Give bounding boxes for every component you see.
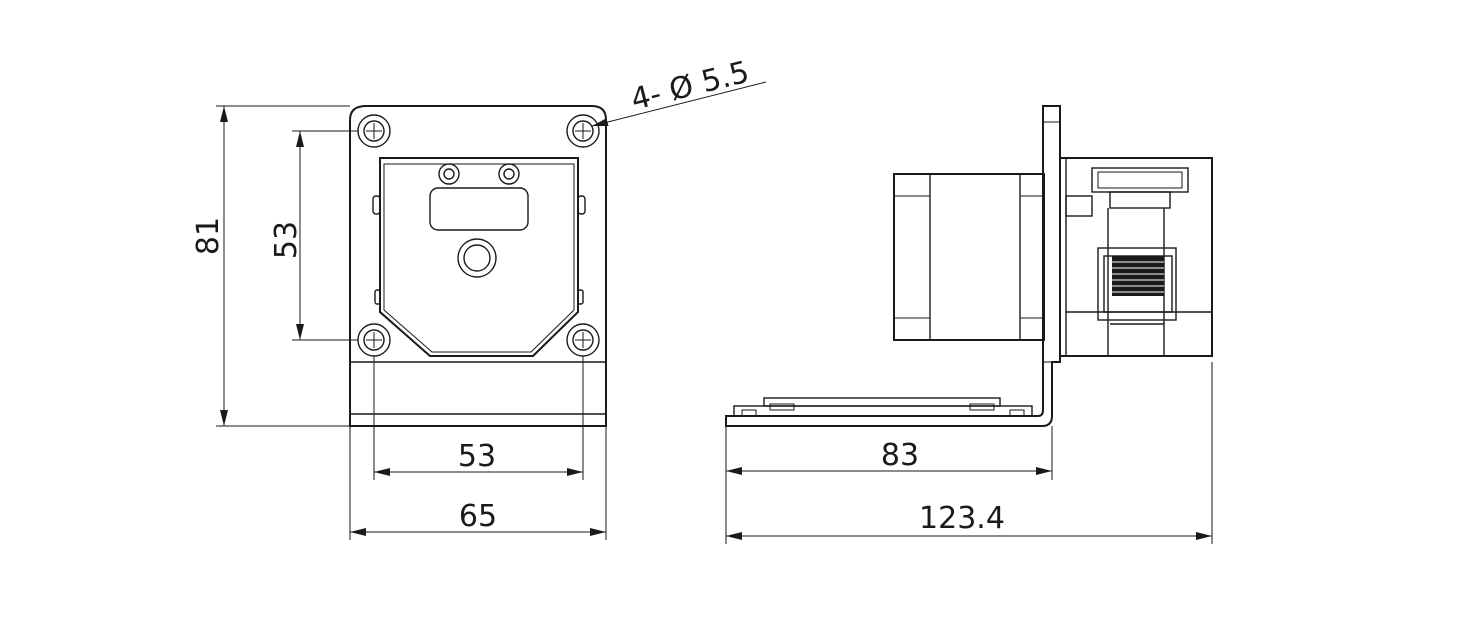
dim-label-53-horizontal: 53 (458, 439, 496, 474)
side-base-plate (733, 405, 1033, 417)
dim-label-53-vertical: 53 (269, 221, 304, 259)
dim-label-123-4: 123.4 (919, 501, 1005, 536)
mount-hole-top-right (566, 114, 600, 148)
mount-hole-bottom-right (566, 323, 600, 357)
front-window-slot (429, 187, 529, 231)
dim-label-65: 65 (459, 499, 497, 534)
side-view (725, 105, 1213, 427)
side-motor-body (893, 173, 1045, 341)
front-gearbox-face (379, 157, 579, 357)
front-bracket-plate (349, 105, 607, 427)
side-pulley-teeth (1112, 256, 1164, 296)
dim-front-height-holes: 53 (269, 130, 358, 341)
dim-front-width-outer: 65 (349, 426, 607, 540)
dim-front-height-outer: 81 (191, 105, 350, 427)
dim-front-width-holes: 53 (373, 356, 584, 480)
front-view (349, 105, 607, 427)
hole-callout-label: 4- Ø 5.5 (627, 55, 752, 118)
front-screw-left (438, 163, 460, 185)
dim-label-81: 81 (191, 217, 226, 255)
side-bracket (725, 105, 1061, 427)
front-shaft (457, 238, 497, 278)
hole-callout: 4- Ø 5.5 (591, 55, 767, 127)
dim-side-base-length: 83 (725, 426, 1053, 544)
mount-hole-bottom-left (357, 323, 391, 357)
dim-side-total-length: 123.4 (726, 362, 1213, 544)
mount-hole-top-left (357, 114, 391, 148)
dim-label-83: 83 (881, 438, 919, 473)
side-gearbox (1059, 157, 1213, 357)
front-screw-right (498, 163, 520, 185)
